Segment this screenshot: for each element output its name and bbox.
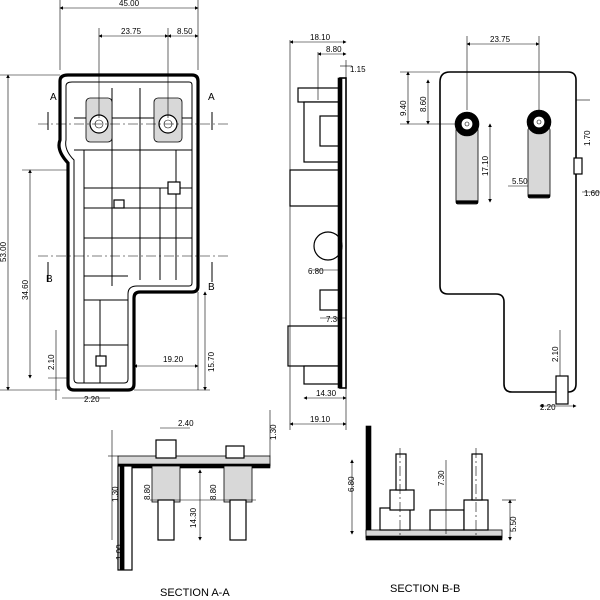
dimension-label: 45.00: [119, 0, 140, 8]
rear-posts: [454, 109, 552, 205]
dimension-label: 14.30: [316, 389, 337, 398]
dimension-label: 17.10: [481, 155, 490, 176]
section-bb-dimensions: 6.80 7.30 5.50: [347, 459, 518, 541]
front-view: A A B B 45.00 23.75 8.50 53.00: [0, 0, 228, 404]
dimension-label: 8.80: [143, 484, 152, 500]
dimension-label: 1.60: [584, 189, 600, 198]
dimension-label: 7.30: [326, 315, 342, 324]
front-dimensions: 45.00 23.75 8.50 53.00 34.60 2.10 2.20 1…: [0, 0, 216, 404]
side-view: 18.10 8.80 1.15 6.80 7.30 14.30 19.10: [287, 33, 366, 430]
dimension-label: 2.20: [84, 395, 100, 404]
front-outline: [57, 73, 200, 392]
dimension-label: 5.50: [509, 516, 518, 532]
dimension-label: 1.30: [269, 424, 278, 440]
front-posts: [85, 97, 183, 143]
dimension-label: 23.75: [490, 35, 511, 44]
dimension-label: 53.00: [0, 241, 8, 262]
dimension-label: 23.75: [121, 27, 142, 36]
dimension-label: 9.40: [399, 100, 408, 116]
dimension-label: 6.80: [308, 267, 324, 276]
section-aa-dimensions: 2.40 1.30 1.30 8.80 8.80 14.30 1.00: [108, 410, 278, 570]
dimension-label: 6.80: [347, 476, 356, 492]
side-dimensions: 18.10 8.80 1.15 6.80 7.30 14.30 19.10: [289, 33, 366, 430]
dimension-label: 8.50: [177, 27, 193, 36]
rear-view: 23.75 9.40 8.60 17.10 5.50 1.70 1.60 2.1…: [399, 35, 600, 412]
section-aa: 2.40 1.30 1.30 8.80 8.80 14.30 1.00 SECT…: [108, 410, 278, 599]
dimension-label: 2.10: [47, 354, 56, 370]
dimension-label: 14.30: [189, 507, 198, 528]
dimension-label: 8.80: [209, 484, 218, 500]
dimension-label: 34.60: [21, 279, 30, 300]
dimension-label: 2.20: [540, 403, 556, 412]
dimension-label: 7.30: [437, 470, 446, 486]
dimension-label: 5.50: [512, 177, 528, 186]
front-inner-outline: [65, 81, 193, 384]
dimension-label: 18.10: [310, 33, 331, 42]
section-label-a-left: A: [50, 92, 57, 103]
dimension-label: 1.30: [111, 486, 120, 502]
section-aa-caption: SECTION A-A: [160, 587, 230, 599]
dimension-label: 8.60: [419, 96, 428, 112]
rear-outline: [439, 71, 577, 393]
dimension-label: 19.10: [310, 415, 331, 424]
section-label-b-left: B: [46, 274, 53, 285]
dimension-label: 15.70: [207, 351, 216, 372]
dimension-label: 2.10: [551, 346, 560, 362]
section-label-a-right: A: [208, 92, 215, 103]
section-label-b-right: B: [208, 282, 215, 293]
dimension-label: 19.20: [163, 355, 184, 364]
dimension-label: 1.00: [115, 544, 124, 560]
dimension-label: 2.40: [178, 419, 194, 428]
dimension-label: 8.80: [326, 45, 342, 54]
section-bb: 6.80 7.30 5.50 SECTION B-B: [347, 425, 518, 595]
dimension-label: 1.70: [583, 130, 592, 146]
section-bb-caption: SECTION B-B: [390, 583, 460, 595]
rear-dimensions: 23.75 9.40 8.60 17.10 5.50 1.70 1.60 2.1…: [399, 35, 600, 412]
dimension-label: 1.15: [350, 65, 366, 74]
